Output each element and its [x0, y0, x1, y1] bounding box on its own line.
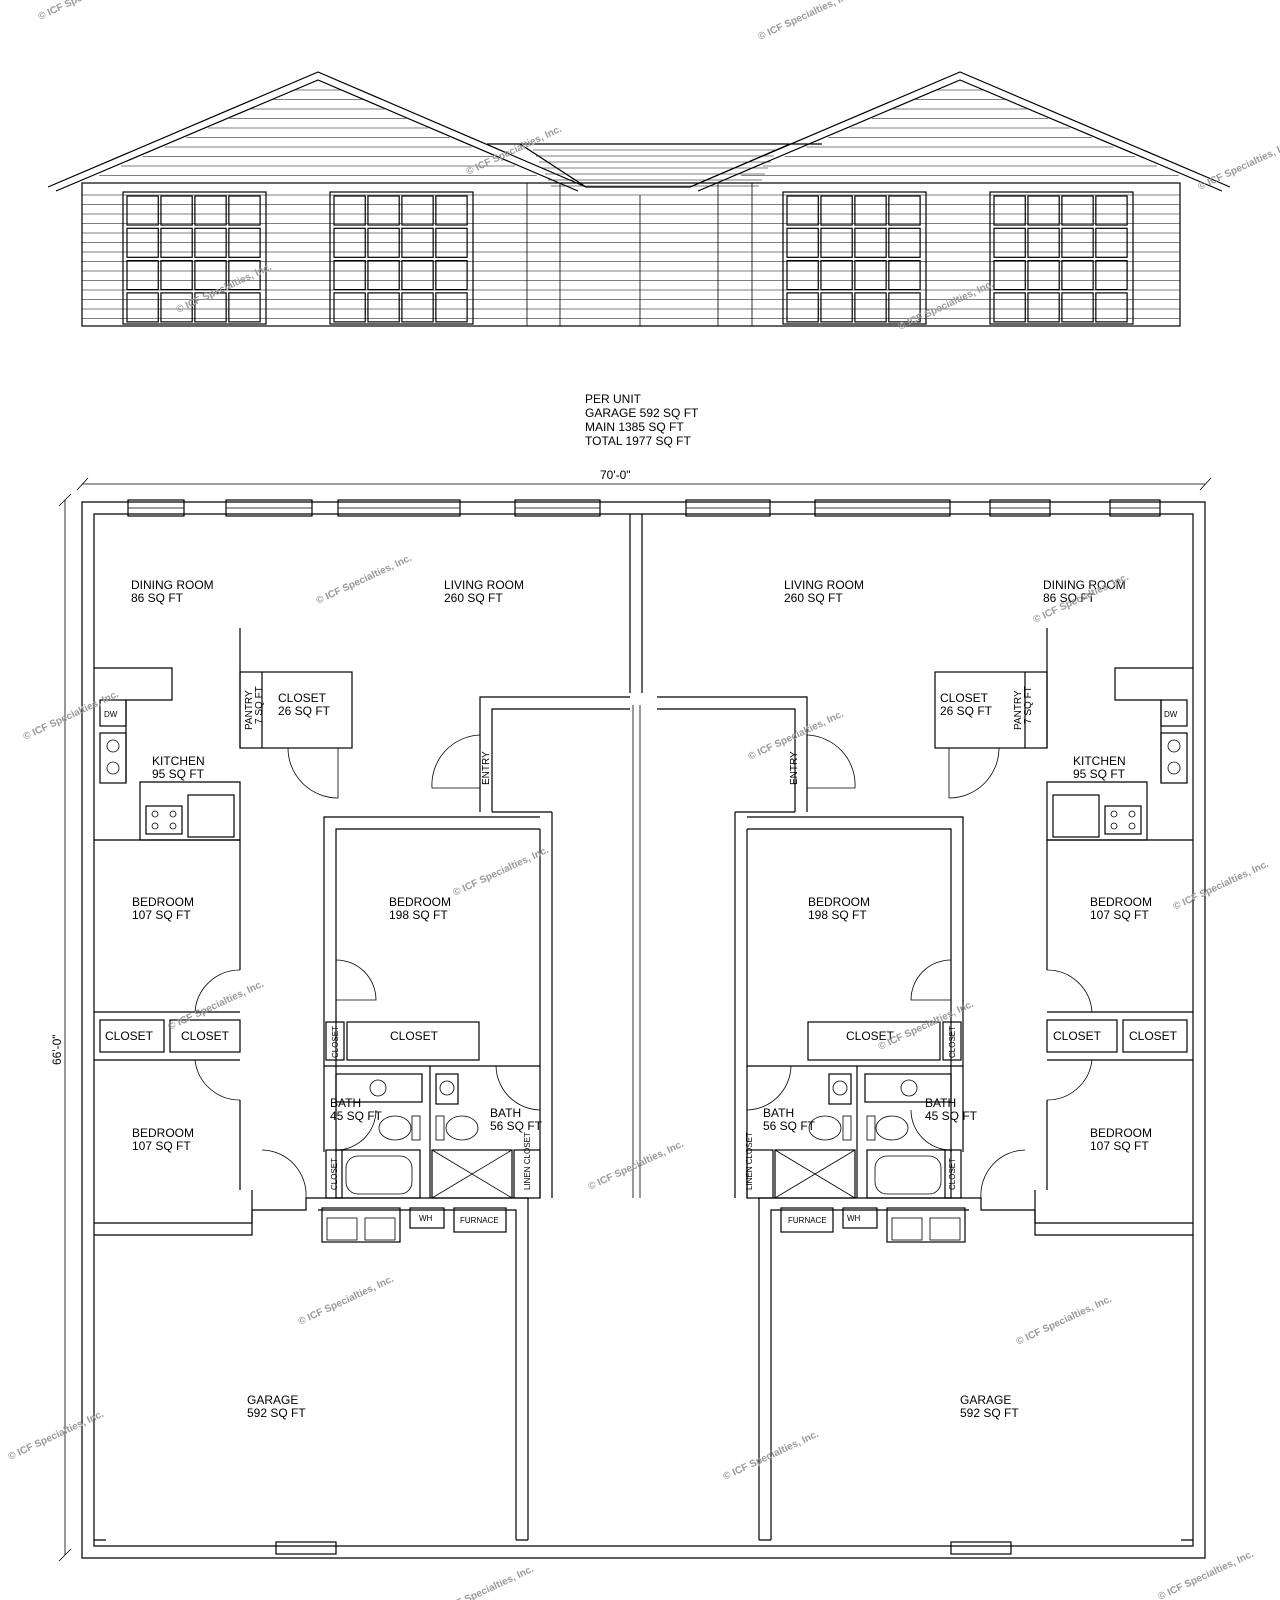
master-bedroom-label: BEDROOM [808, 895, 870, 909]
water-heater-label: WH [419, 1214, 433, 1223]
bedroom-2-label: BEDROOM [132, 1126, 194, 1140]
dishwasher-label: DW [1164, 710, 1178, 719]
master-bedroom-area: 198 SQ FT [389, 908, 448, 922]
living-room-label: LIVING ROOM [784, 578, 864, 592]
pantry-label: PANTRY [1013, 690, 1024, 730]
bedroom-1-label: BEDROOM [1090, 895, 1152, 909]
bath-large-area: 56 SQ FT [490, 1119, 543, 1133]
closet-label: CLOSET [181, 1029, 230, 1043]
closet-label: CLOSET [331, 1026, 340, 1058]
closet-label: CLOSET [948, 1026, 957, 1058]
bath-small-area: 45 SQ FT [925, 1109, 978, 1123]
watermark: © ICF Specialties, Inc. [37, 0, 136, 23]
watermark: © ICF Specialties, Inc. [175, 262, 274, 316]
watermark: © ICF Specialties, Inc. [465, 124, 564, 178]
master-bedroom-label: BEDROOM [389, 895, 451, 909]
right-unit [657, 628, 1193, 1555]
watermarks: © ICF Specialties, Inc. © ICF Specialtie… [7, 0, 1280, 1600]
closet-label: CLOSET [330, 1158, 339, 1190]
dimension-lines: 70'-0" 66'-0" [50, 466, 1212, 1562]
summary-total: TOTAL 1977 SQ FT [585, 434, 691, 448]
width-dimension: 70'-0" [600, 468, 631, 482]
watermark: © ICF Specialties, Inc. [1015, 1294, 1114, 1348]
living-room-area: 260 SQ FT [784, 591, 843, 605]
front-closet-area: 26 SQ FT [278, 704, 331, 718]
dining-room-area: 86 SQ FT [1043, 591, 1096, 605]
front-closet-label: CLOSET [940, 691, 989, 705]
master-closet-label: CLOSET [390, 1029, 439, 1043]
living-room-label: LIVING ROOM [444, 578, 524, 592]
pantry-area: 7 SQ FT [1023, 686, 1034, 724]
garage-area: 592 SQ FT [247, 1406, 306, 1420]
bedroom-1-area: 107 SQ FT [1090, 908, 1149, 922]
entry-label: ENTRY [789, 751, 800, 785]
watermark: © ICF Specialties, Inc. [452, 845, 551, 899]
front-closet-area: 26 SQ FT [940, 704, 993, 718]
watermark: © ICF Specialties, Inc. [1157, 1549, 1256, 1600]
garage-label: GARAGE [247, 1393, 298, 1407]
summary-garage: GARAGE 592 SQ FT [585, 406, 699, 420]
bedroom-1-area: 107 SQ FT [132, 908, 191, 922]
pantry-label: PANTRY [244, 690, 255, 730]
watermark: © ICF Specialties, Inc. [167, 979, 266, 1033]
watermark: © ICF Specialties, Inc. [315, 553, 414, 607]
linen-closet-label: LINEN CLOSET [523, 1132, 532, 1190]
closet-label: CLOSET [948, 1158, 957, 1190]
master-bedroom-area: 198 SQ FT [808, 908, 867, 922]
watermark: © ICF Specialties, Inc. [7, 1409, 106, 1463]
living-room-area: 260 SQ FT [444, 591, 503, 605]
dining-room-label: DINING ROOM [131, 578, 214, 592]
bath-large-area: 56 SQ FT [763, 1119, 816, 1133]
kitchen-label: KITCHEN [152, 754, 205, 768]
left-unit [94, 628, 630, 1555]
watermark: © ICF Specialties, Inc. [757, 0, 856, 43]
linen-closet-label: LINEN CLOSET [745, 1132, 754, 1190]
watermark: © ICF Specialties, Inc. [297, 1274, 396, 1328]
dining-room-label: DINING ROOM [1043, 578, 1126, 592]
bedroom-2-label: BEDROOM [1090, 1126, 1152, 1140]
floor-plan [81, 499, 1206, 1559]
closet-label: CLOSET [1129, 1029, 1178, 1043]
garage-area: 592 SQ FT [960, 1406, 1019, 1420]
depth-dimension: 66'-0" [50, 1034, 64, 1065]
watermark: © ICF Specialties, Inc. [1172, 859, 1271, 913]
room-labels: DINING ROOM 86 SQ FT LIVING ROOM 260 SQ … [104, 578, 1178, 1420]
area-summary: PER UNIT GARAGE 592 SQ FT MAIN 1385 SQ F… [585, 392, 699, 448]
bedroom-2-area: 107 SQ FT [132, 1139, 191, 1153]
kitchen-area: 95 SQ FT [152, 767, 205, 781]
summary-main: MAIN 1385 SQ FT [585, 420, 684, 434]
master-closet-label: CLOSET [846, 1029, 895, 1043]
summary-heading: PER UNIT [585, 392, 642, 406]
water-heater-label: WH [847, 1214, 861, 1223]
furnace-label: FURNACE [460, 1216, 499, 1225]
pantry-area: 7 SQ FT [254, 686, 265, 724]
bath-small-label: BATH [925, 1096, 956, 1110]
closet-label: CLOSET [1053, 1029, 1102, 1043]
entry-label: ENTRY [481, 751, 492, 785]
front-elevation [47, 71, 1231, 327]
watermark: © ICF Specialties, Inc. [1197, 139, 1280, 193]
garage-label: GARAGE [960, 1393, 1011, 1407]
kitchen-label: KITCHEN [1073, 754, 1126, 768]
bath-large-label: BATH [763, 1106, 794, 1120]
dishwasher-label: DW [104, 710, 118, 719]
bath-small-label: BATH [330, 1096, 361, 1110]
closet-label: CLOSET [105, 1029, 154, 1043]
watermark: © ICF Specialties, Inc. [587, 1139, 686, 1193]
dining-room-area: 86 SQ FT [131, 591, 184, 605]
bedroom-2-area: 107 SQ FT [1090, 1139, 1149, 1153]
bedroom-1-label: BEDROOM [132, 895, 194, 909]
watermark: © ICF Specialties, Inc. [897, 279, 996, 333]
bath-large-label: BATH [490, 1106, 521, 1120]
kitchen-area: 95 SQ FT [1073, 767, 1126, 781]
bath-small-area: 45 SQ FT [330, 1109, 383, 1123]
furnace-label: FURNACE [788, 1216, 827, 1225]
front-closet-label: CLOSET [278, 691, 327, 705]
watermark: © ICF Specialties, Inc. [437, 1564, 536, 1600]
